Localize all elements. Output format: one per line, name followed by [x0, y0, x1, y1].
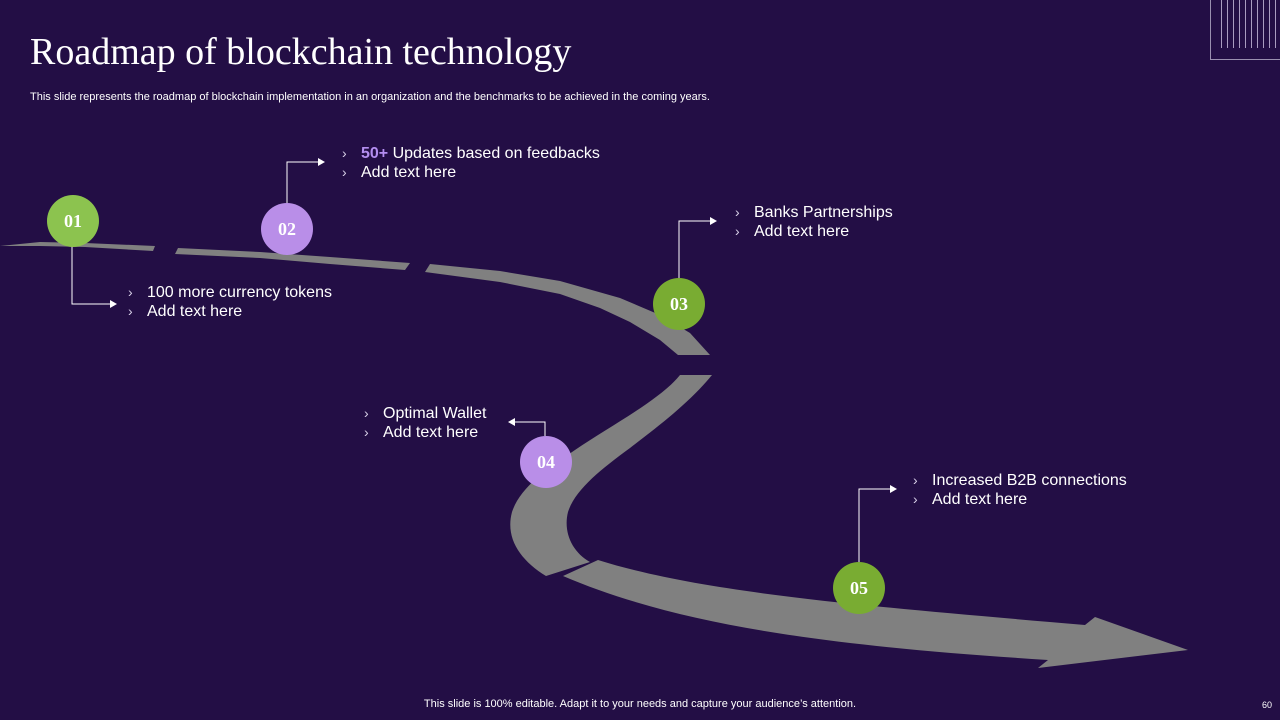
- road-segment-5-arrow: [563, 560, 1188, 668]
- connector-02-arrowhead: [318, 158, 325, 166]
- chevron-right-icon: ›: [364, 405, 369, 421]
- connector-05: [858, 488, 890, 562]
- milestone-01-text: › 100 more currency tokens › Add text here: [128, 283, 332, 321]
- bullet-item: › Add text here: [735, 222, 893, 241]
- slide-title: Roadmap of blockchain technology: [30, 31, 572, 73]
- road-segment-2: [175, 248, 410, 270]
- chevron-right-icon: ›: [735, 204, 740, 220]
- connector-01-arrowhead: [110, 300, 117, 308]
- road-segment-4: [510, 375, 712, 576]
- bullet-text: Banks Partnerships: [754, 204, 893, 221]
- road-segment-3: [425, 264, 710, 355]
- milestone-02-circle: 02: [261, 203, 313, 255]
- connector-03: [678, 220, 710, 278]
- milestone-04-text: › Optimal Wallet › Add text here: [364, 404, 486, 442]
- bullet-item: › Optimal Wallet: [364, 404, 486, 423]
- bullet-text: Add text here: [383, 424, 479, 441]
- chevron-right-icon: ›: [364, 424, 369, 440]
- bullet-item: › Banks Partnerships: [735, 203, 893, 222]
- bullet-item: › Add text here: [364, 423, 486, 442]
- bullet-text: Updates based on feedbacks: [388, 145, 600, 162]
- connector-04: [515, 421, 546, 436]
- connector-lines: [71, 158, 897, 562]
- connector-03-arrowhead: [710, 217, 717, 225]
- bullet-text: Increased B2B connections: [932, 472, 1127, 489]
- chevron-right-icon: ›: [735, 223, 740, 239]
- milestone-05-circle: 05: [833, 562, 885, 614]
- corner-stripes: [1221, 0, 1280, 48]
- connector-01: [71, 246, 110, 305]
- slide-footer: This slide is 100% editable. Adapt it to…: [423, 698, 857, 710]
- bullet-text: 100 more currency tokens: [147, 284, 332, 301]
- milestone-02-text: › 50+ Updates based on feedbacks › Add tex…: [342, 144, 600, 182]
- milestone-05-text: › Increased B2B connections › Add text her…: [913, 471, 1127, 509]
- chevron-right-icon: ›: [342, 164, 347, 180]
- bullet-text: Add text here: [754, 223, 850, 240]
- chevron-right-icon: ›: [913, 491, 918, 507]
- bullet-item: › 100 more currency tokens: [128, 283, 332, 302]
- milestone-03-circle: 03: [653, 278, 705, 330]
- milestone-01-circle: 01: [47, 195, 99, 247]
- milestone-04-circle: 04: [520, 436, 572, 488]
- connector-04-arrowhead: [508, 418, 515, 426]
- bullet-text: Optimal Wallet: [383, 405, 487, 422]
- connector-02: [286, 161, 318, 204]
- bullet-item: › Increased B2B connections: [913, 471, 1127, 490]
- bullet-item: › 50+ Updates based on feedbacks: [342, 144, 600, 163]
- road-segments: [0, 242, 1188, 668]
- slide-subtitle: This slide represents the roadmap of blo…: [30, 91, 710, 103]
- chevron-right-icon: ›: [342, 145, 347, 161]
- bullet-text: Add text here: [361, 164, 457, 181]
- bullet-item: › Add text here: [913, 490, 1127, 509]
- chevron-right-icon: ›: [128, 303, 133, 319]
- bullet-text: Add text here: [932, 491, 1028, 508]
- corner-decoration: [1210, 0, 1280, 60]
- bullet-item: › Add text here: [128, 302, 332, 321]
- connector-05-arrowhead: [890, 485, 897, 493]
- bullet-item: › Add text here: [342, 163, 600, 182]
- chevron-right-icon: ›: [128, 284, 133, 300]
- page-number: 60: [1262, 700, 1273, 710]
- milestone-03-text: › Banks Partnerships › Add text here: [735, 203, 893, 241]
- bullet-text: Add text here: [147, 303, 243, 320]
- chevron-right-icon: ›: [913, 472, 918, 488]
- bullet-highlight: 50+: [361, 145, 389, 162]
